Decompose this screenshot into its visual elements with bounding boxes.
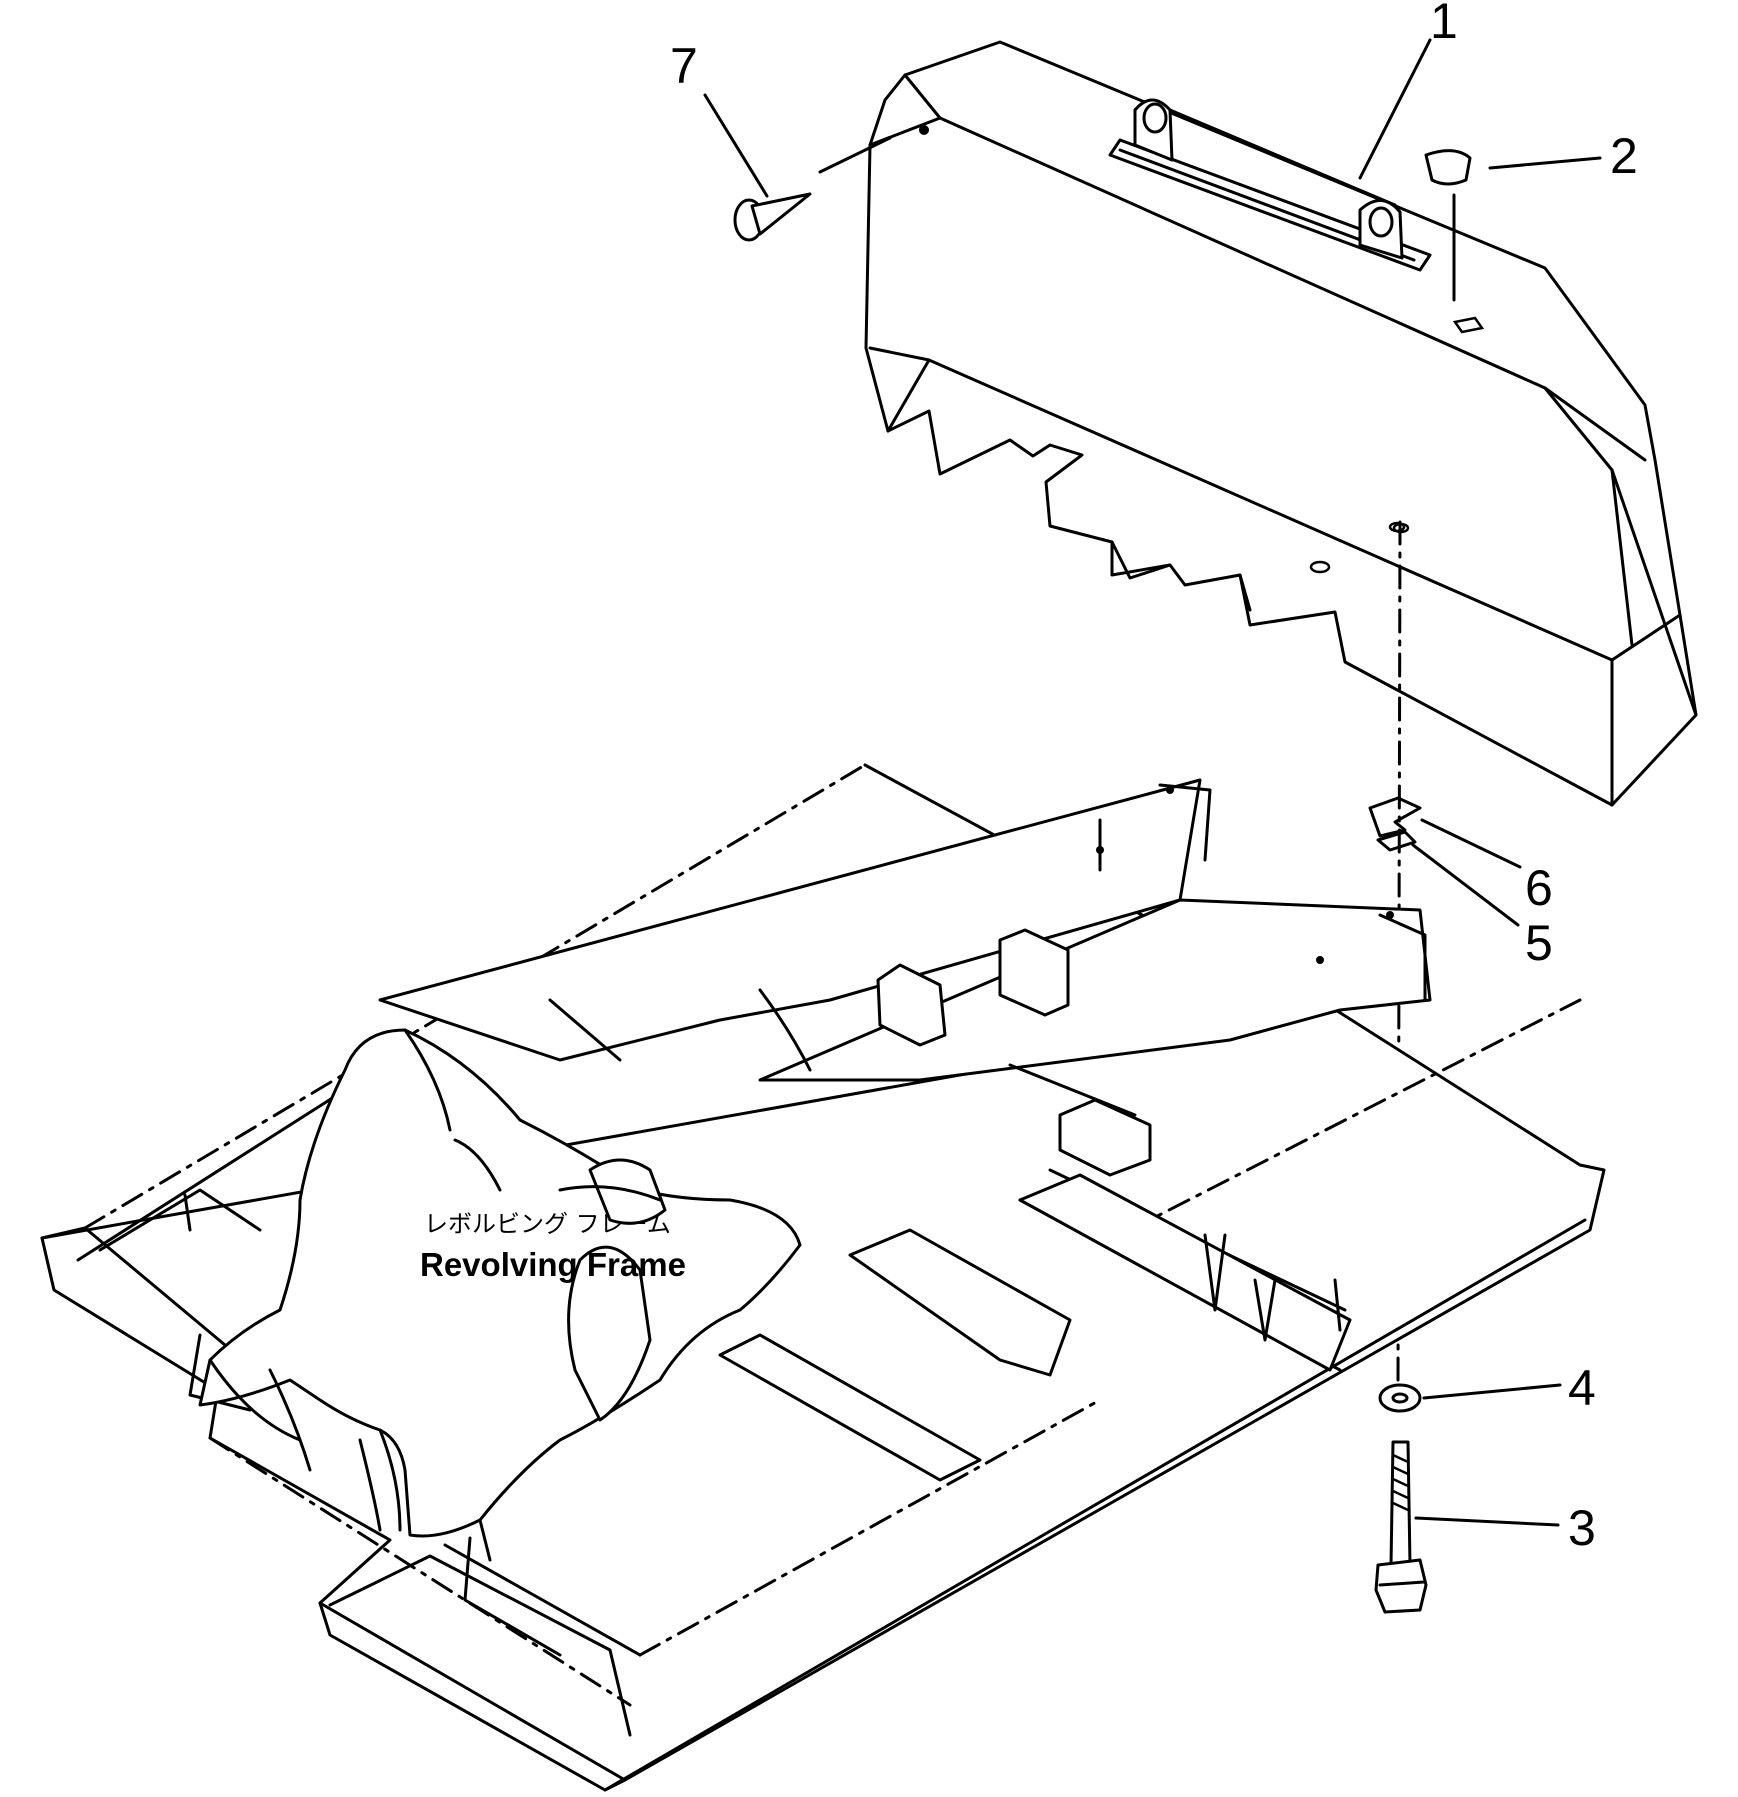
plug-part-7 xyxy=(733,136,892,242)
counterweight xyxy=(864,40,1698,807)
plate-part-6 xyxy=(1368,796,1422,852)
washer-part-4 xyxy=(1378,1383,1422,1413)
leader-lines xyxy=(703,38,1602,1527)
bolt-part-3 xyxy=(1374,1440,1428,1614)
revolving-frame xyxy=(40,763,1606,1792)
callout-1: 1 xyxy=(1430,0,1458,49)
callout-2: 2 xyxy=(1610,128,1638,184)
lifting-lug xyxy=(1108,98,1432,272)
callout-3: 3 xyxy=(1568,1500,1596,1556)
frame-label-english: Revolving Frame xyxy=(420,1246,686,1283)
callout-6: 6 xyxy=(1525,860,1553,916)
callout-5: 5 xyxy=(1525,915,1553,971)
callout-7: 7 xyxy=(670,38,698,94)
cap-part-2 xyxy=(1424,149,1472,302)
frame-label-japanese: レボルビング フレーム xyxy=(424,1210,671,1238)
callout-4: 4 xyxy=(1568,1360,1596,1416)
